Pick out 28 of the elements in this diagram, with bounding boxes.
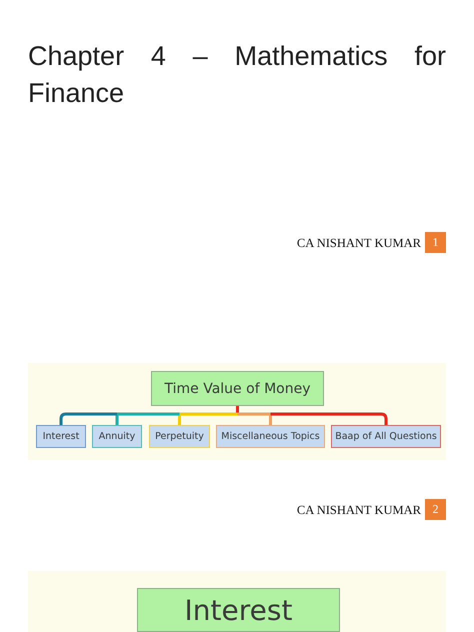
subtopic-box (331, 425, 441, 448)
central-topic-box (151, 371, 324, 406)
topic-label: Interest (42, 431, 80, 442)
page-title: Chapter 4 – Mathematics for Finance (28, 40, 446, 110)
topic-label: Perpetuity (155, 431, 204, 442)
subtopic-box (36, 425, 86, 448)
subtopic-box (92, 425, 142, 448)
branch-line (116, 416, 118, 425)
branch-line (270, 412, 388, 425)
topic-label: Baap of All Questions (335, 431, 437, 442)
page-number: 1 (425, 232, 446, 253)
topic-label: Interest (184, 594, 292, 626)
branch-line (238, 412, 270, 416)
page-number: 2 (425, 499, 446, 520)
central-topic-box (137, 588, 340, 632)
branch-line (60, 412, 117, 425)
topic-label: Annuity (98, 431, 136, 442)
topic-label: Time Value of Money (164, 380, 310, 396)
branch-line (178, 416, 181, 425)
branch-line (180, 412, 238, 416)
subtopic-box (149, 425, 210, 448)
author-name: CA NISHANT KUMAR (296, 503, 421, 517)
author-name: CA NISHANT KUMAR (296, 236, 421, 250)
branch-line (236, 406, 239, 414)
topic-label: Miscellaneous Topics (221, 431, 320, 442)
branch-line (269, 416, 272, 425)
subtopic-box (216, 425, 325, 448)
branch-line (117, 412, 180, 416)
